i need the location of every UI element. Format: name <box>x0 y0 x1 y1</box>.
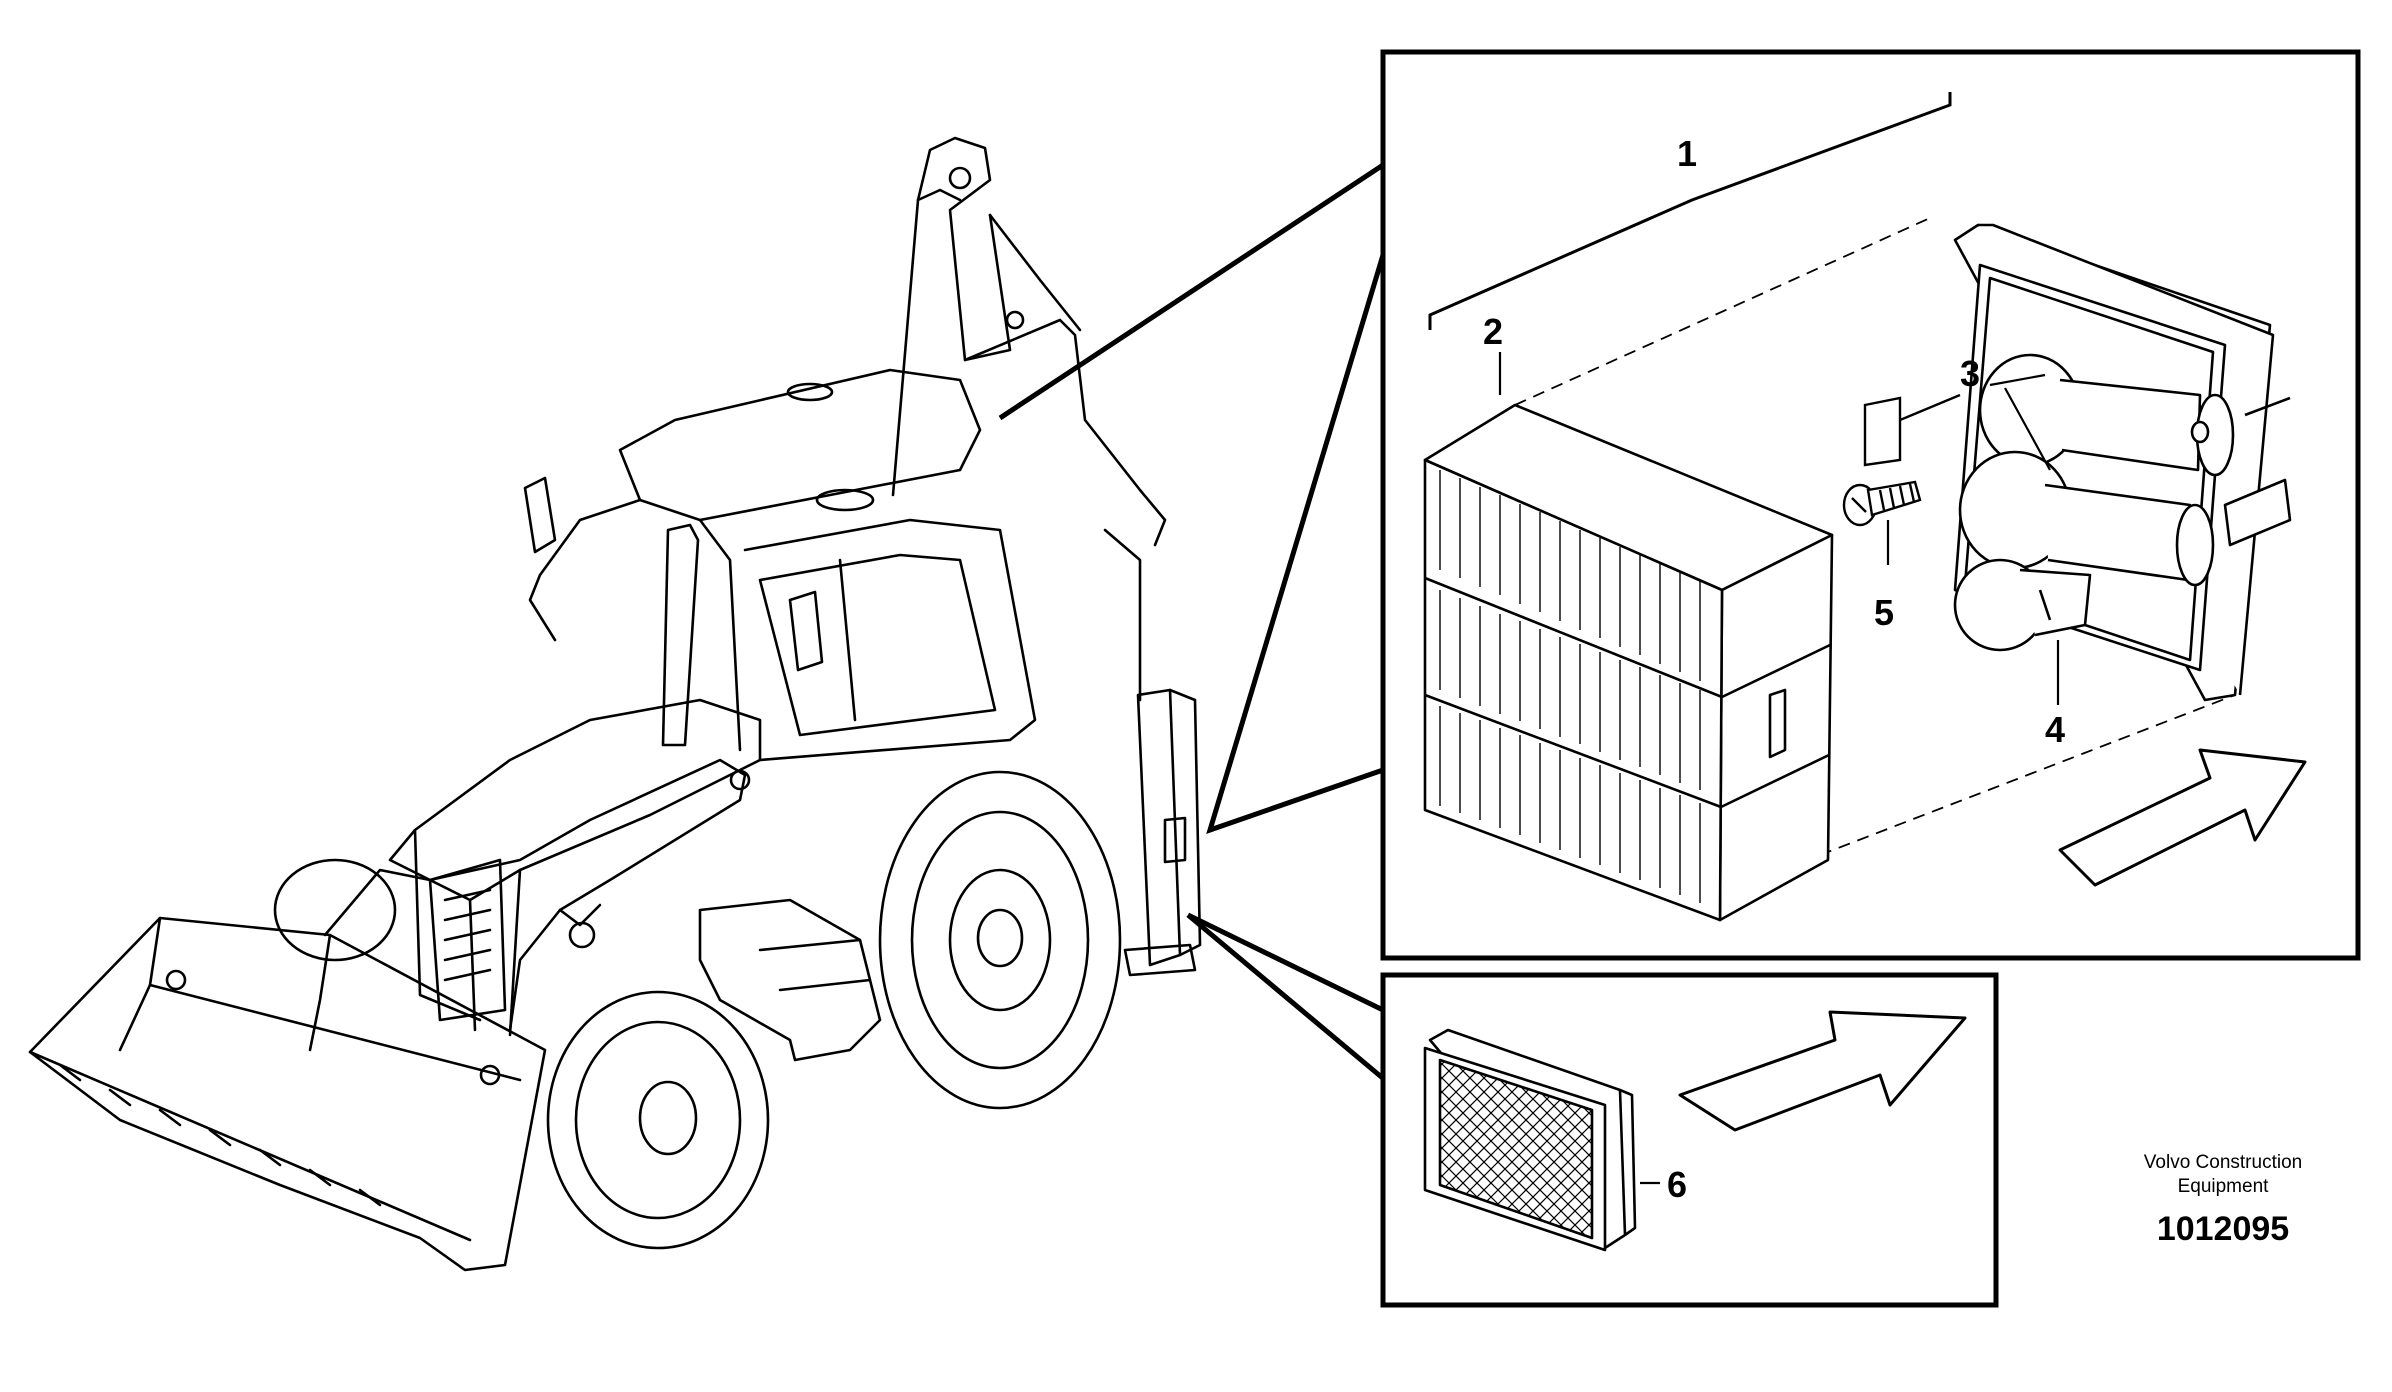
leader-lines <box>1498 352 2060 705</box>
assembly-bracket <box>1428 92 1952 330</box>
backhoe-boom <box>891 136 1167 547</box>
stabilizer-leg <box>1103 528 1202 977</box>
callout-3: 3 <box>1960 353 1980 394</box>
backhoe-loader-illustration <box>28 136 1202 1272</box>
screw <box>1842 480 1922 527</box>
lamp-base <box>1953 223 2292 702</box>
cab-mirror <box>788 590 824 672</box>
callout-5: 5 <box>1874 592 1894 633</box>
direction-arrow-upper <box>2058 748 2307 887</box>
chassis <box>698 898 882 1062</box>
brand-line-2: Equipment <box>2178 1176 2270 1197</box>
mounting-guide-lines <box>1514 217 2236 856</box>
cab <box>528 368 1037 762</box>
bulb-holder-clip <box>1863 393 1961 467</box>
lower-callout-pointer <box>1186 913 1388 1300</box>
lower-detail-callout <box>1186 912 1999 1308</box>
brand-line-1: Volvo Construction <box>2144 1152 2302 1173</box>
reflector <box>1423 1028 1660 1252</box>
left-mirror <box>523 476 557 554</box>
rear-wheel <box>878 770 1122 1110</box>
upper-detail-callout <box>998 49 2361 961</box>
upper-callout-pointer <box>998 160 1386 834</box>
front-bucket <box>28 916 547 1272</box>
callout-4: 4 <box>2045 709 2065 750</box>
callout-1: 1 <box>1677 133 1697 174</box>
lamp-lens <box>1423 403 1834 922</box>
front-wheel <box>273 858 770 1250</box>
engine-hood <box>388 698 762 1037</box>
callout-6: 6 <box>1667 1164 1687 1205</box>
callout-2: 2 <box>1483 311 1503 352</box>
loader-arms <box>323 758 751 1032</box>
document-number: 1012095 <box>2157 1210 2289 1248</box>
direction-arrow-lower <box>1678 1010 1967 1132</box>
exhaust-stack <box>661 523 700 747</box>
